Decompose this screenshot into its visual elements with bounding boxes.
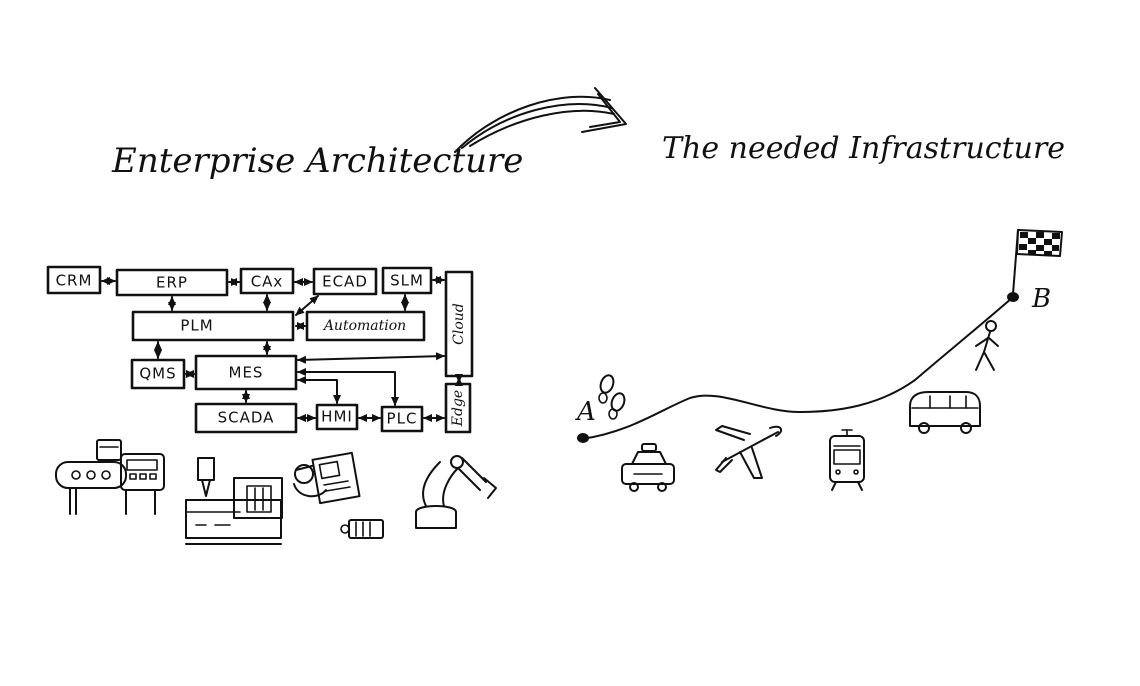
end-point-label: B	[1031, 284, 1051, 314]
svg-text:CRM: CRM	[56, 272, 93, 290]
svg-text:MES: MES	[229, 364, 264, 382]
cloud-box: Cloud	[444, 270, 474, 378]
bus-icon	[909, 391, 981, 434]
architecture-diagram: CRM ERP CAx ECAD SLM Cloud PLM Au	[46, 265, 474, 434]
ecad-box: ECAD	[312, 267, 378, 296]
plc-box: PLC	[380, 405, 424, 433]
svg-text:HMI: HMI	[321, 408, 353, 426]
airplane-icon	[715, 425, 783, 479]
edge-box: Edge	[444, 382, 472, 434]
svg-text:QMS: QMS	[139, 365, 176, 383]
svg-text:ECAD: ECAD	[322, 273, 368, 291]
svg-text:CAx: CAx	[251, 273, 284, 291]
svg-text:SCADA: SCADA	[218, 409, 275, 427]
qms-box: QMS	[130, 358, 186, 390]
walking-person-icon	[975, 320, 999, 371]
svg-text:Edge: Edge	[450, 390, 466, 427]
plm-box: PLM	[131, 310, 295, 342]
scada-box: SCADA	[194, 402, 298, 434]
checkered-flag-icon	[1012, 229, 1063, 295]
svg-text:Cloud: Cloud	[451, 303, 467, 345]
crm-box: CRM	[46, 265, 102, 295]
connector-lines	[101, 276, 463, 422]
svg-text:ERP: ERP	[156, 274, 188, 292]
transition-arrow-icon	[454, 87, 627, 153]
left-title: Enterprise Architecture	[111, 141, 523, 181]
conveyor-machine-icon	[55, 439, 165, 515]
svg-text:PLC: PLC	[387, 410, 418, 428]
cax-box: CAx	[239, 267, 295, 295]
hmi-box: HMI	[315, 403, 359, 431]
journey-route	[577, 292, 1019, 443]
start-point-label: A	[575, 397, 596, 427]
robot-arm-icon	[415, 455, 497, 529]
right-title: The needed Infrastructure	[662, 131, 1065, 166]
svg-text:Automation: Automation	[322, 318, 406, 334]
mes-box: MES	[194, 354, 298, 391]
operator-control-panel-icon	[293, 451, 384, 539]
tram-icon	[829, 429, 865, 491]
erp-box: ERP	[115, 268, 229, 297]
svg-text:PLM: PLM	[180, 317, 213, 335]
injection-molding-machine-icon	[185, 457, 283, 545]
taxi-icon	[621, 443, 675, 492]
footsteps-icon	[598, 374, 626, 420]
automation-box: Automation	[305, 310, 426, 342]
slm-box: SLM	[381, 266, 433, 295]
svg-text:SLM: SLM	[390, 272, 424, 290]
